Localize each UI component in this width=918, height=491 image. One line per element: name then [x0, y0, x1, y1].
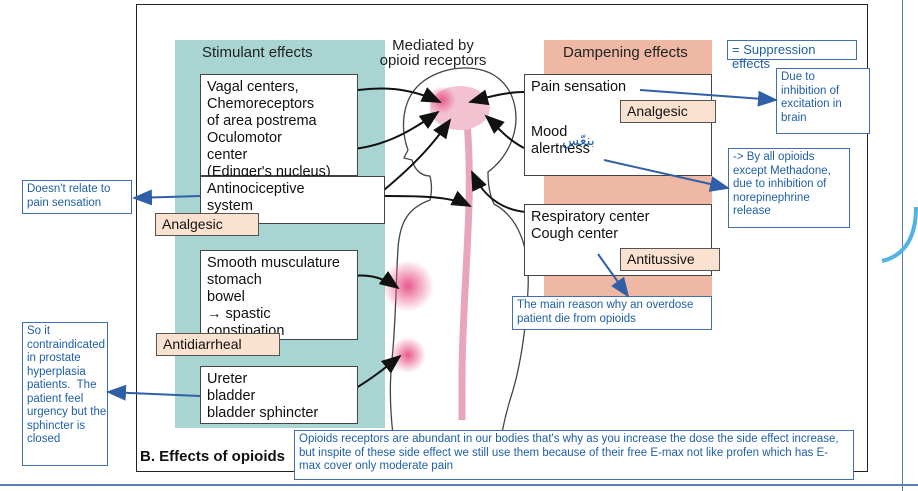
arrow-to-methadone-note	[604, 160, 728, 188]
arrow-to-prostate-note	[108, 392, 200, 396]
arrow-to-not-pain-note	[134, 196, 200, 198]
arrow-to-overdose-note	[598, 254, 628, 296]
arrow-to-inhibition-note	[640, 90, 776, 100]
